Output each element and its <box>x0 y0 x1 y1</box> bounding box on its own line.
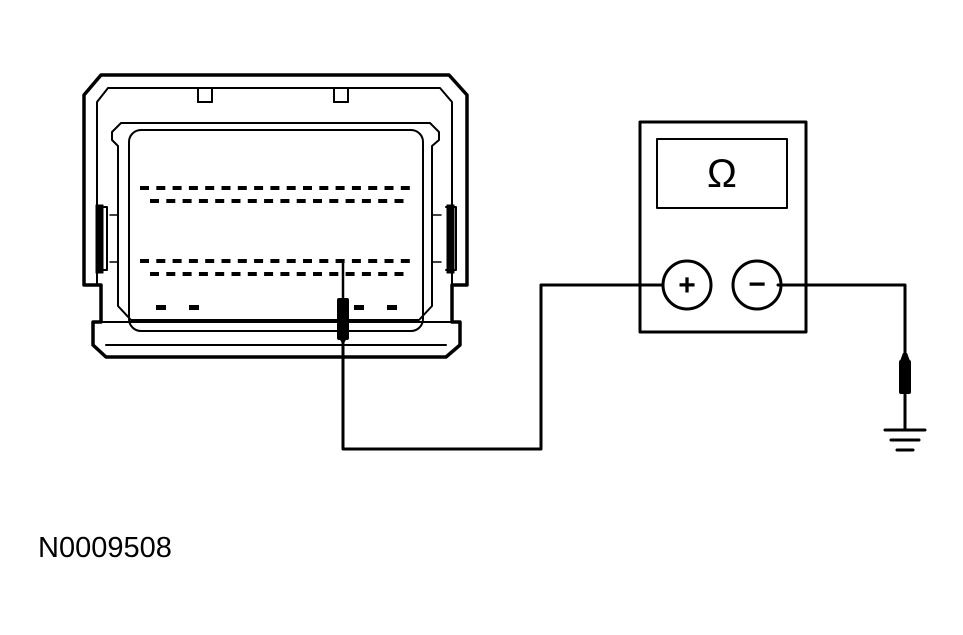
minus-sign: − <box>748 268 766 301</box>
top-latch-left <box>197 87 213 103</box>
row2-pin <box>361 199 371 203</box>
row2-pin <box>345 199 355 203</box>
multimeter-display <box>656 138 788 209</box>
row4-pin <box>264 272 274 276</box>
bottom-pin <box>354 305 364 310</box>
row3-pin <box>286 259 296 263</box>
row4-pin <box>198 272 208 276</box>
row3-pin <box>384 259 394 263</box>
row2-pin <box>280 199 290 203</box>
row3-pin <box>156 259 166 263</box>
row1-pin <box>172 186 182 190</box>
connector-inner-wall <box>96 87 453 286</box>
row1-pin <box>400 186 410 190</box>
row2-pin <box>247 199 257 203</box>
probe-connector <box>337 260 349 345</box>
multimeter <box>638 120 808 334</box>
row4-pin <box>182 272 192 276</box>
row1-pin <box>205 186 215 190</box>
row3-pin <box>351 259 361 263</box>
row3-pin <box>188 259 198 263</box>
row3-pin <box>270 259 280 263</box>
negative-terminal <box>731 259 783 311</box>
row4-pin <box>296 272 306 276</box>
row3-pin <box>335 259 345 263</box>
row3-pin <box>303 259 312 263</box>
row2-pin <box>296 199 306 203</box>
row1-pin <box>270 186 280 190</box>
row3-pin <box>254 259 264 263</box>
row3-pin <box>205 259 215 263</box>
row2-pin <box>378 199 388 203</box>
row1-pin <box>286 186 296 190</box>
side-rib-left <box>95 204 104 274</box>
side-rib-right <box>446 204 455 274</box>
connector-outer-housing <box>82 73 469 359</box>
plus-sign: + <box>678 269 696 302</box>
row1-pin <box>335 186 345 190</box>
row3-pin <box>319 259 329 263</box>
row4-pin <box>378 272 388 276</box>
negative-test-lead <box>776 283 907 362</box>
row2-pin <box>329 199 339 203</box>
row3-pin <box>140 259 149 263</box>
row2-pin <box>198 199 208 203</box>
top-latch-right <box>333 87 349 103</box>
positive-terminal <box>661 259 713 311</box>
pin-face <box>128 129 424 332</box>
row3-pin <box>368 259 378 263</box>
row4-pin <box>247 272 257 276</box>
row4-pin <box>345 272 355 276</box>
multimeter-body <box>638 120 808 334</box>
row3-pin <box>221 259 231 263</box>
row1-pin <box>140 186 149 190</box>
row1-pin <box>237 186 247 190</box>
row1-pin <box>384 186 394 190</box>
figure-id: N0009508 <box>38 532 172 564</box>
connector <box>82 73 469 359</box>
row3-pin <box>400 259 410 263</box>
ground-symbol <box>883 428 927 452</box>
row4-pin <box>215 272 225 276</box>
row2-pin <box>182 199 192 203</box>
row1-pin <box>368 186 378 190</box>
positive-test-lead <box>341 283 665 451</box>
row1-pin <box>221 186 231 190</box>
row2-pin <box>166 199 176 203</box>
bottom-pin <box>156 305 166 310</box>
probe-ground <box>899 353 911 432</box>
row2-pin <box>264 199 274 203</box>
row4-pin <box>150 272 159 276</box>
connector-shroud <box>111 122 440 321</box>
row4-pin <box>280 272 290 276</box>
row3-pin <box>237 259 247 263</box>
row3-pin <box>172 259 182 263</box>
row2-pin <box>150 199 159 203</box>
row4-pin <box>231 272 241 276</box>
row2-pin <box>215 199 225 203</box>
row2-pin <box>313 199 322 203</box>
row4-pin <box>361 272 371 276</box>
row1-pin <box>319 186 329 190</box>
row4-pin <box>329 272 339 276</box>
bottom-pin <box>387 305 397 310</box>
row1-pin <box>188 186 198 190</box>
row1-pin <box>303 186 312 190</box>
row4-pin <box>394 272 404 276</box>
row4-pin <box>166 272 176 276</box>
bottom-pin <box>189 305 199 310</box>
row1-pin <box>156 186 166 190</box>
row2-pin <box>394 199 404 203</box>
row4-pin <box>313 272 322 276</box>
ohm-symbol: Ω <box>707 152 737 196</box>
row1-pin <box>254 186 264 190</box>
row2-pin <box>231 199 241 203</box>
row1-pin <box>351 186 361 190</box>
